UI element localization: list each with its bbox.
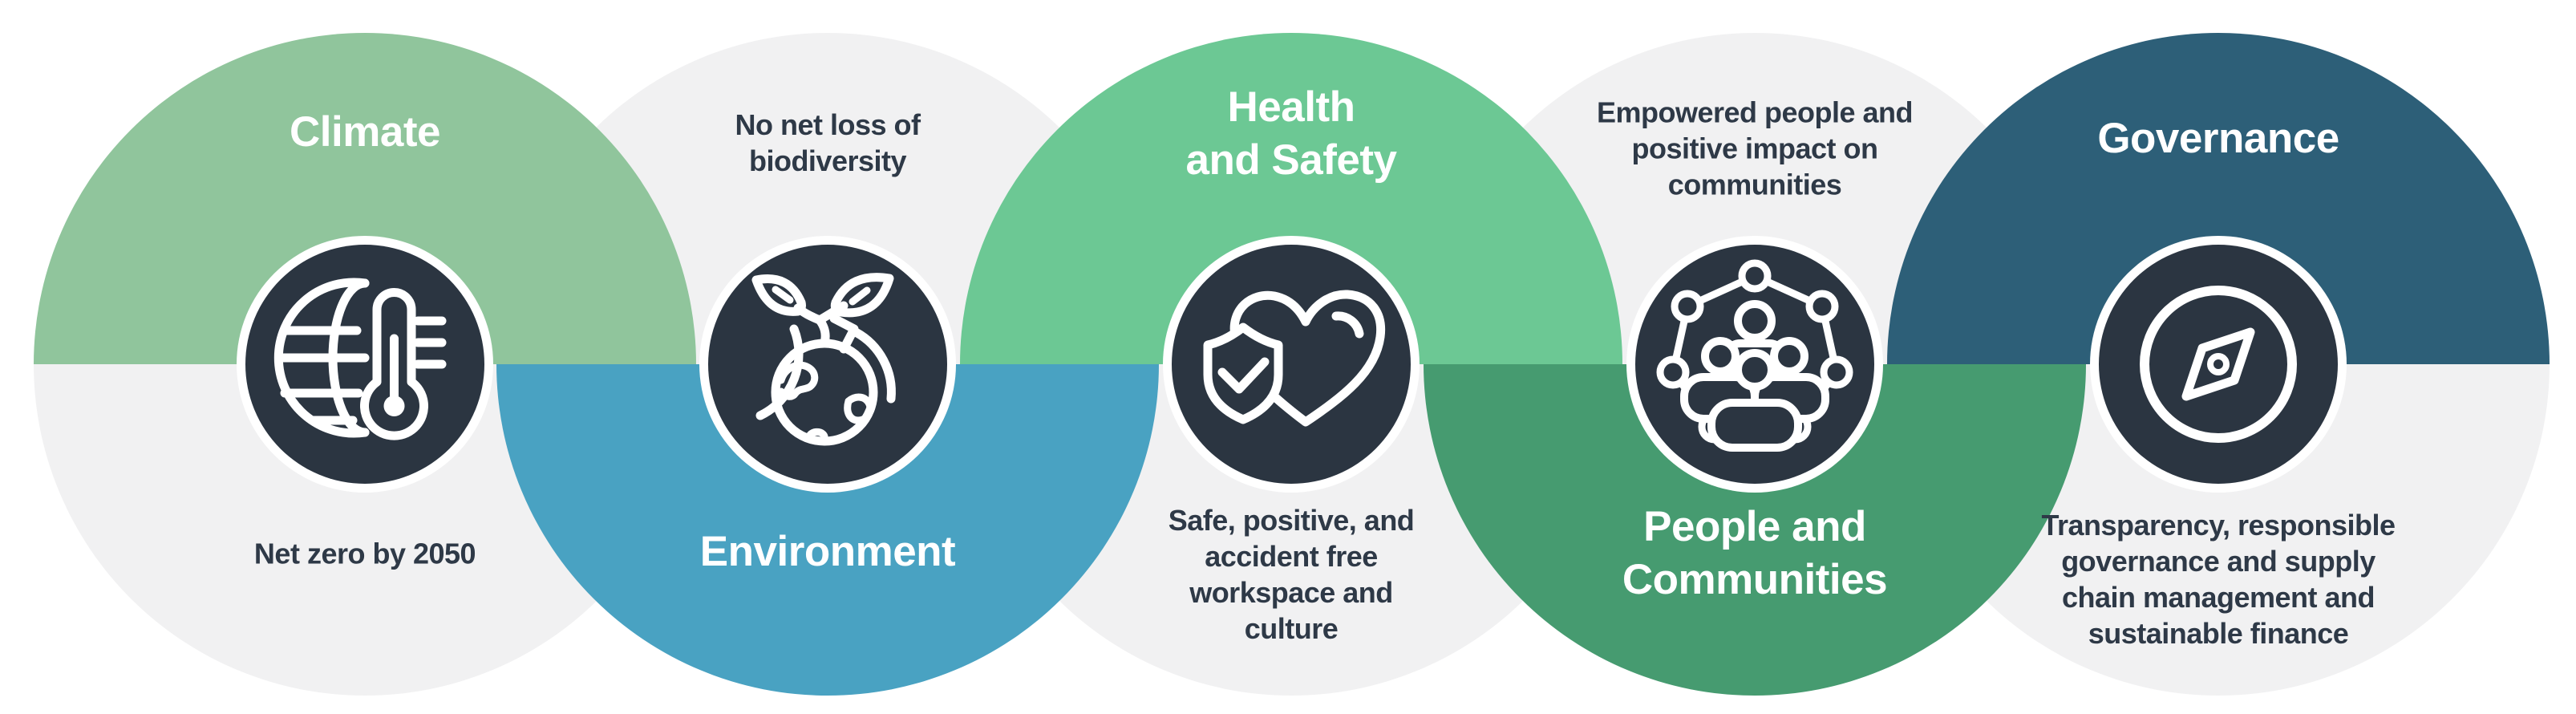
- icon-disc: [1172, 245, 1411, 484]
- climate-description: Net zero by 2050: [253, 537, 476, 570]
- globe-thermometer-icon: [237, 236, 493, 493]
- people-and-communities-title: People and Communities: [1622, 503, 1888, 603]
- governance-accent-half: [1887, 33, 2550, 364]
- environment-title: Environment: [699, 528, 956, 575]
- governance-title: Governance: [2097, 115, 2339, 162]
- people-and-communities-description: Empowered people and positive impact on …: [1596, 95, 1914, 201]
- environment-description: No net loss of biodiversity: [735, 108, 921, 177]
- health-accent-half: [960, 33, 1622, 364]
- health-and-safety-description: Safe, positive, and accident free worksp…: [1168, 504, 1415, 645]
- climate-title: Climate: [290, 108, 440, 156]
- icon-disc: [708, 245, 947, 484]
- people-accent-half: [1424, 364, 2086, 696]
- health-and-safety-title: Health and Safety: [1185, 83, 1397, 184]
- governance-description: Transparency, responsible governance and…: [2041, 509, 2396, 650]
- climate-accent-half: [34, 33, 696, 364]
- earth-sprout-icon: [699, 236, 956, 493]
- shield-heart-icon: [1163, 236, 1420, 493]
- environment-accent-half: [496, 364, 1159, 696]
- people-network-icon: [1626, 236, 1883, 493]
- compass-icon: [2090, 236, 2347, 493]
